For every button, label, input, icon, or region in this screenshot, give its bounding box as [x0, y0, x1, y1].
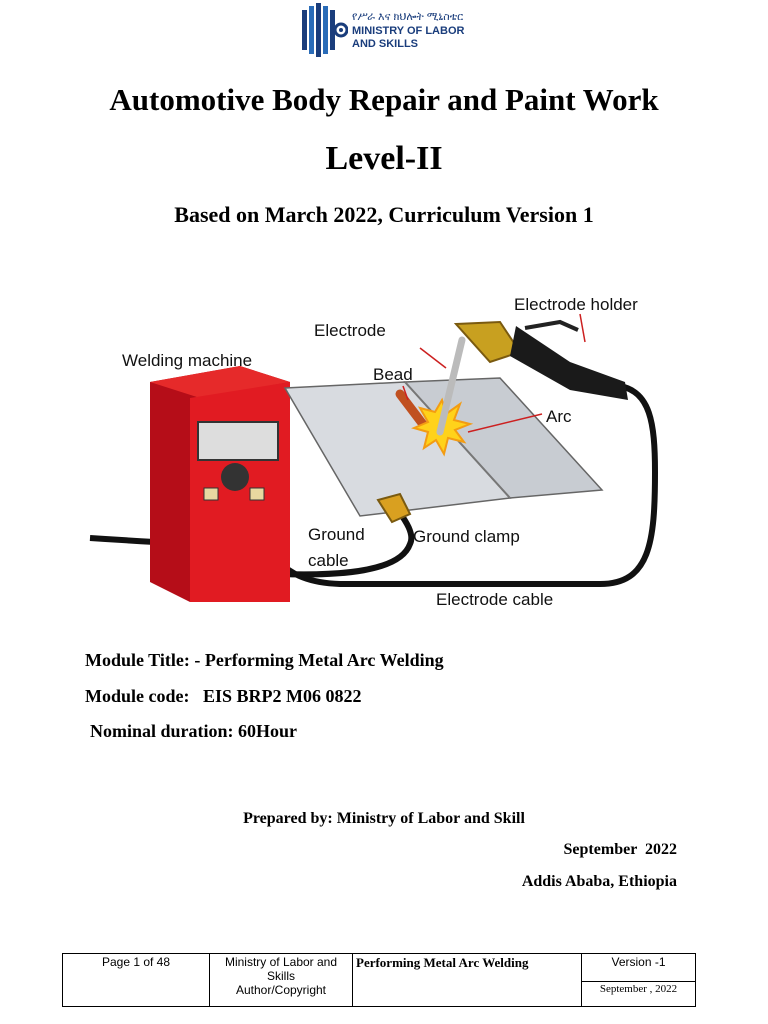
ministry-logo: የሥራ እና ክህሎት ሚኒስቴር MINISTRY OF LABOR AND … — [300, 2, 490, 58]
power-cord — [89, 535, 156, 545]
label-ground-cable-1: Ground — [308, 525, 365, 544]
ground-clamp-icon — [376, 492, 412, 524]
label-ground-cable-2: cable — [308, 551, 349, 570]
footer-org-line-1: Ministry of Labor and — [224, 955, 338, 969]
label-electrode-cable: Electrode cable — [436, 590, 553, 609]
nominal-duration: Nominal duration: 60Hour — [90, 721, 298, 741]
footer-page-cell: Page 1 of 48 — [62, 953, 210, 1007]
label-ground-clamp: Ground clamp — [413, 527, 520, 546]
electrode-rod — [436, 336, 466, 436]
arc-leader — [467, 413, 543, 433]
footer-module-cell: Performing Metal Arc Welding — [352, 953, 582, 1007]
footer-org-line-2: Skills — [266, 969, 295, 983]
footer-org-line-3: Author/Copyright — [235, 983, 327, 997]
footer-org-cell: Ministry of Labor and Skills Author/Copy… — [209, 953, 353, 1007]
logo-amharic-text: የሥራ እና ክህሎት ሚኒስቴር — [352, 11, 464, 23]
holder-leader — [579, 313, 586, 343]
electrode-leader — [419, 347, 447, 369]
label-electrode-holder: Electrode holder — [514, 295, 638, 314]
bead-leader — [402, 385, 409, 401]
label-bead: Bead — [373, 365, 413, 384]
label-electrode: Electrode — [314, 321, 386, 340]
footer-table: Page 1 of 48 Ministry of Labor and Skill… — [62, 952, 696, 1007]
document-title: Automotive Body Repair and Paint Work — [109, 82, 659, 117]
ministry-emblem-icon — [302, 3, 349, 57]
footer-version: Version -1 — [611, 955, 666, 969]
document-level: Level-II — [325, 140, 443, 177]
footer-version-cell: Version -1 — [581, 952, 696, 983]
module-code: Module code: EIS BRP2 M06 0822 — [85, 686, 362, 706]
curriculum-version: Based on March 2022, Curriculum Version … — [174, 202, 594, 227]
electrode-holder-icon — [453, 319, 628, 400]
logo-line-1: MINISTRY OF LABOR — [352, 25, 465, 37]
weld-bead — [395, 389, 430, 432]
footer-date-cell: September , 2022 — [581, 981, 696, 1007]
welding-diagram: Welding machine Electrode Bead Electrode… — [89, 295, 659, 609]
prepared-date: September 2022 — [563, 841, 677, 858]
logo-line-2: AND SKILLS — [352, 38, 418, 50]
footer-date: September , 2022 — [599, 983, 678, 996]
prepared-by: Prepared by: Ministry of Labor and Skill — [243, 810, 525, 827]
label-welding-machine: Welding machine — [122, 351, 252, 370]
welding-machine-icon — [150, 366, 290, 602]
module-title: Module Title: - Performing Metal Arc Wel… — [85, 650, 444, 670]
prepared-place: Addis Ababa, Ethiopia — [521, 873, 677, 890]
footer-page: Page 1 of 48 — [101, 955, 171, 969]
label-arc: Arc — [546, 407, 572, 426]
footer-module: Performing Metal Arc Welding — [356, 955, 529, 970]
